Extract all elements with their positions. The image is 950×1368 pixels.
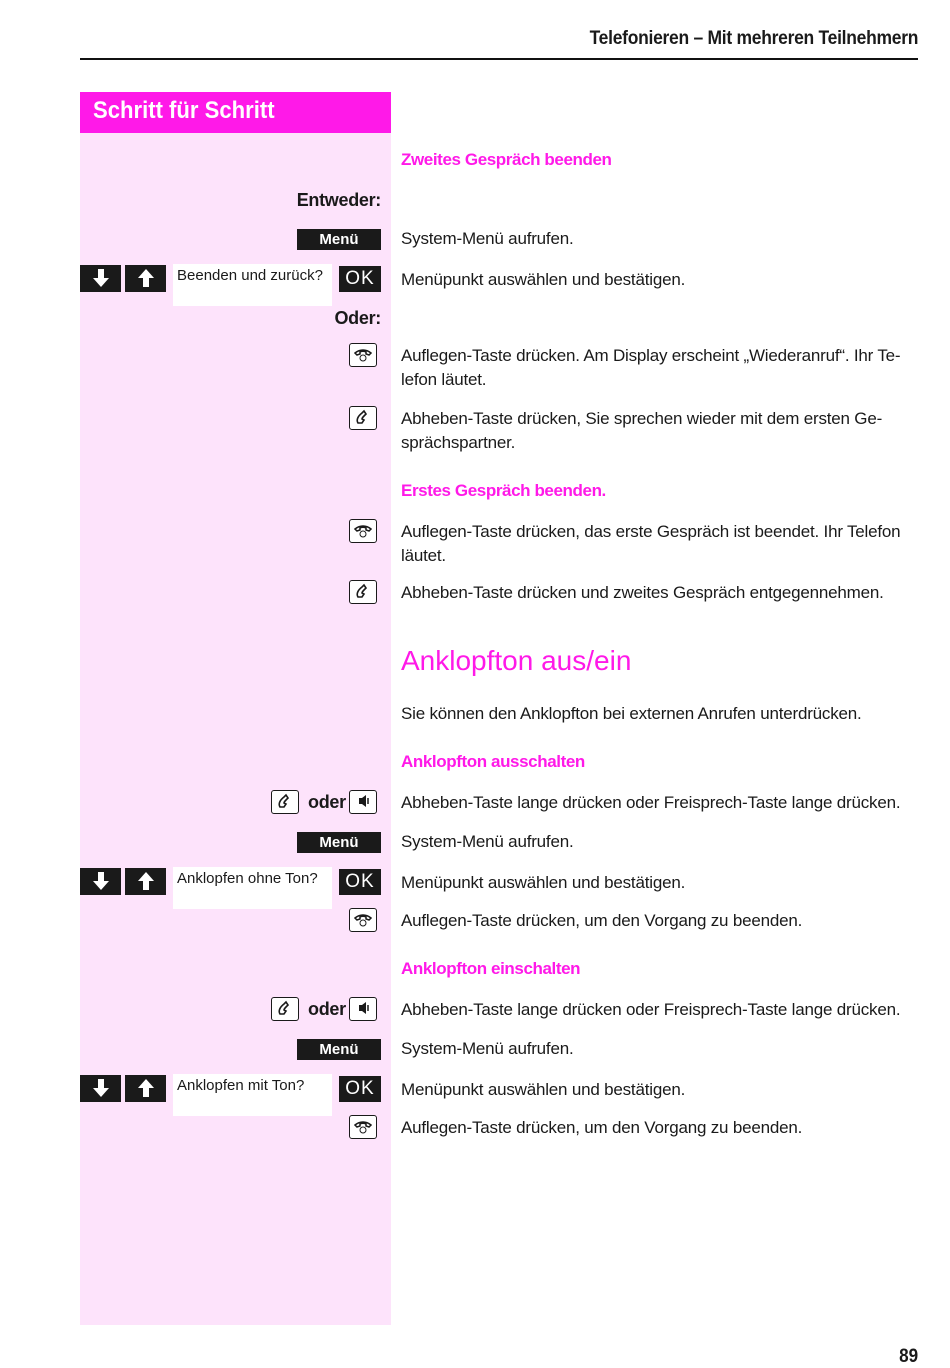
step-text: Auflegen-Taste drücken, das erste Gesprä… <box>401 522 901 565</box>
hangup-key-icon <box>349 1115 377 1139</box>
offhook-key-icon <box>349 580 377 604</box>
step-text: System-Menü aufrufen. <box>401 229 574 248</box>
entweder-label: Entweder: <box>296 190 382 210</box>
arrow-up-icon <box>125 1075 166 1102</box>
speaker-key-icon <box>349 790 377 814</box>
subsection-heading: Anklopfton einschalten <box>401 959 581 978</box>
display-text: Anklopfen ohne Ton? <box>173 867 332 909</box>
step-text: Menüpunkt auswählen und bestätigen. <box>401 270 686 289</box>
oder-label: Oder: <box>334 308 381 328</box>
ok-key: OK <box>339 869 381 895</box>
menu-key: Menü <box>297 1039 381 1060</box>
sidebar-title: Schritt für Schritt <box>93 97 275 124</box>
step-text: System-Menü aufrufen. <box>401 832 574 851</box>
offhook-key-icon <box>349 406 377 430</box>
sidebar-header <box>80 92 391 133</box>
display-text: Beenden und zurück? <box>173 264 332 306</box>
offhook-key-icon <box>271 997 299 1021</box>
intro-text: Sie können den Anklopfton bei externen A… <box>401 704 862 723</box>
oder-inline-label: oder <box>308 792 346 812</box>
step-text: System-Menü aufrufen. <box>401 1039 574 1058</box>
ok-key: OK <box>339 1076 381 1102</box>
hangup-key-icon <box>349 519 377 543</box>
step-text: Abheben-Taste drücken, Sie sprechen wied… <box>401 409 883 452</box>
step-text: Auflegen-Taste drücken. Am Display ersch… <box>401 346 901 389</box>
step-text: Abheben-Taste lange drücken oder Freispr… <box>401 1000 901 1019</box>
arrow-down-icon <box>80 1075 121 1102</box>
step-text: Menüpunkt auswählen und bestätigen. <box>401 873 686 892</box>
step-text: Abheben-Taste drücken und zweites Gesprä… <box>401 583 884 602</box>
section-title: Anklopfton aus/ein <box>401 645 632 676</box>
section-heading: Zweites Gespräch beenden <box>401 150 612 169</box>
oder-inline-label: oder <box>308 999 346 1019</box>
arrow-up-icon <box>125 868 166 895</box>
subsection-heading: Anklopfton ausschalten <box>401 752 585 771</box>
offhook-key-icon <box>271 790 299 814</box>
menu-key: Menü <box>297 832 381 853</box>
hangup-key-icon <box>349 908 377 932</box>
page-number: 89 <box>898 1346 918 1367</box>
menu-key: Menü <box>297 229 381 250</box>
hangup-key-icon <box>349 343 377 367</box>
step-text: Auflegen-Taste drücken, um den Vorgang z… <box>401 911 803 930</box>
arrow-down-icon <box>80 265 121 292</box>
display-text: Anklopfen mit Ton? <box>173 1074 332 1116</box>
step-text: Abheben-Taste lange drücken oder Freispr… <box>401 793 901 812</box>
arrow-down-icon <box>80 868 121 895</box>
step-text: Auflegen-Taste drücken, um den Vorgang z… <box>401 1118 803 1137</box>
arrow-up-icon <box>125 265 166 292</box>
header-divider <box>80 58 918 60</box>
step-text: Menüpunkt auswählen und bestätigen. <box>401 1080 686 1099</box>
section-heading: Erstes Gespräch beenden. <box>401 481 606 500</box>
speaker-key-icon <box>349 997 377 1021</box>
page-header-title: Telefonieren – Mit mehreren Teilnehmern <box>589 28 918 49</box>
ok-key: OK <box>339 266 381 292</box>
